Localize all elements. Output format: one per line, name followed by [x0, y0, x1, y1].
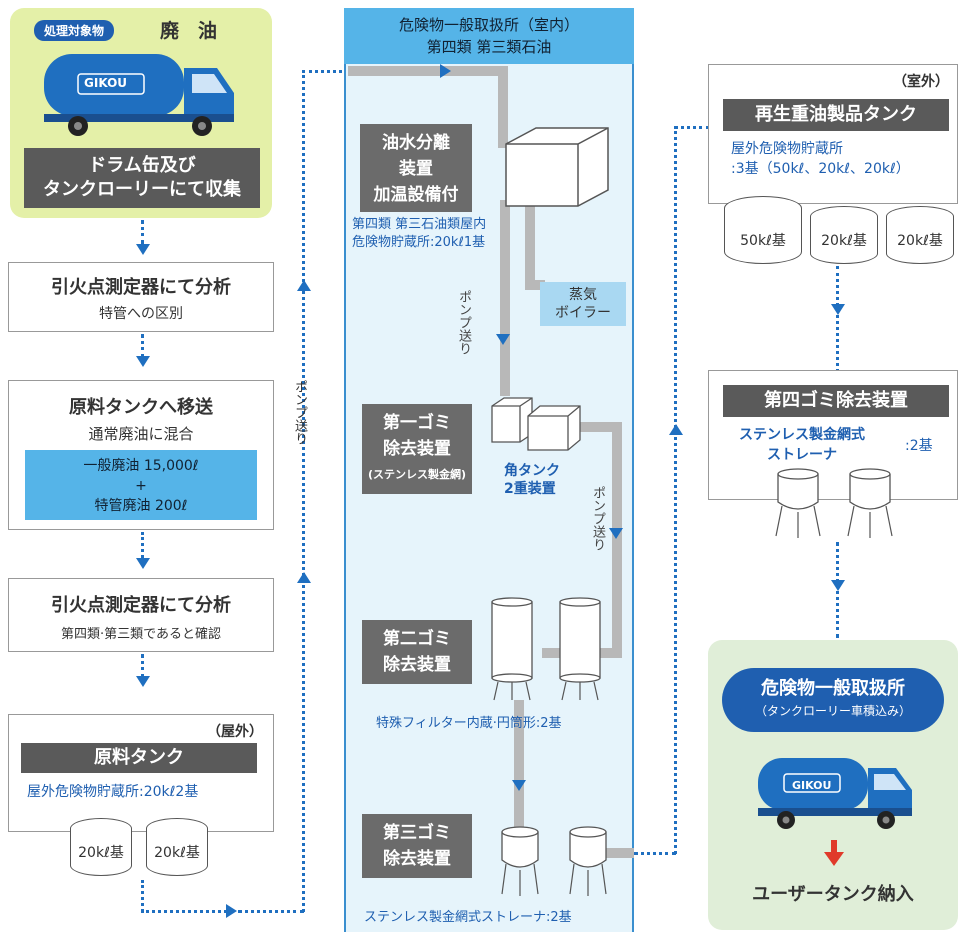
delivery-truck-brand: GIKOU: [792, 779, 832, 792]
filter2-desc: 特殊フィルター内蔵·円筒形:2基: [376, 716, 562, 731]
raw-tank-1: [70, 818, 132, 876]
target-badge: 処理対象物: [34, 20, 115, 41]
square-tank-illustration: [491, 397, 581, 451]
steam-boiler-label: 蒸気 ボイラー: [540, 282, 626, 326]
filter4-desc: ステンレス製金網式 ストレーナ: [739, 427, 865, 463]
square-tank-desc: 角タンク 2重装置: [504, 463, 560, 497]
analysis-step-2-title: 引火点測定器にて分析: [51, 595, 231, 616]
analysis-step-1-sub: 特管への区別: [99, 306, 183, 322]
flow-arrow-down: [496, 334, 510, 345]
flow-line: [141, 220, 144, 244]
product-tank-location: （室外）: [893, 74, 949, 90]
pipe: [525, 200, 535, 290]
filter1-label: 第一ゴミ 除去装置 (ステンレス製金網): [362, 404, 472, 494]
filter2-label: 第二ゴミ 除去装置: [362, 620, 472, 684]
analysis-step-2-sub: 第四類·第三類であると確認: [60, 627, 221, 642]
product-tank-desc: 屋外危険物貯蔵所 :3基（50kℓ、20kℓ、20kℓ）: [731, 141, 910, 177]
pipe: [514, 700, 524, 830]
delivery-caption: ユーザータンク納入: [752, 884, 914, 905]
flow-arrow-down: [136, 676, 150, 687]
filter3-label: 第三ゴミ 除去装置: [362, 814, 472, 878]
product-tank-2: [810, 206, 878, 264]
flow-arrow-down: [136, 356, 150, 367]
analysis-step-1: 引火点測定器にて分析 特管への区別: [8, 262, 274, 332]
flow-arrow-up: [297, 280, 311, 291]
raw-material-tank-panel: （屋外） 原料タンク 屋外危険物貯蔵所:20kℓ2基: [8, 714, 274, 832]
analysis-step-2: 引火点測定器にて分析 第四類·第三類であると確認: [8, 578, 274, 652]
flow-arrow-down: [831, 580, 845, 591]
separator-storage-desc: 第四類 第三石油類屋内 危険物貯蔵所:20kℓ1基: [352, 217, 487, 250]
flow-line: [302, 70, 305, 912]
flow-line: [141, 880, 144, 912]
left-pump-label: ポンプ送り: [292, 380, 307, 445]
red-down-arrow-icon: [824, 840, 844, 866]
flow-line: [141, 334, 144, 358]
truck-brand: GIKOU: [84, 76, 128, 90]
flow-arrow-down: [831, 304, 845, 315]
flow-arrow-down: [512, 780, 526, 791]
mix-ratio-box: 一般廃油 15,000ℓ + 特管廃油 200ℓ: [25, 450, 257, 520]
pump-label-b: ポンプ送り: [590, 486, 605, 551]
pipe: [498, 66, 508, 148]
product-tank-1-label: 50kℓ基: [740, 233, 786, 249]
indoor-facility-header: 危険物一般取扱所（室内） 第四類 第三類石油: [344, 8, 634, 64]
flow-line: [674, 126, 677, 854]
transfer-step: 原料タンクへ移送 通常廃油に混合 一般廃油 15,000ℓ + 特管廃油 200…: [8, 380, 274, 530]
separator-label: 油水分離 装置 加温設備付: [360, 124, 472, 212]
flow-line: [634, 852, 676, 855]
flow-arrow-down: [136, 244, 150, 255]
strainer-filter-illustration: [501, 826, 607, 896]
delivery-truck-illustration: [758, 758, 912, 829]
cylinder-filter-illustration: [491, 597, 601, 701]
flow-arrow-right: [440, 64, 451, 78]
flow-arrow-right: [226, 904, 237, 918]
flow-line: [141, 910, 227, 913]
raw-tank-title: 原料タンク: [21, 743, 257, 773]
filter3-desc: ステンレス製金網式ストレーナ:2基: [364, 910, 572, 925]
pipe: [580, 422, 620, 432]
analysis-step-1-title: 引火点測定器にて分析: [51, 277, 231, 298]
product-tank-panel: （室外） 再生重油製品タンク 屋外危険物貯蔵所 :3基（50kℓ、20kℓ、20…: [708, 64, 958, 204]
filter4-count: :2基: [905, 438, 933, 454]
raw-tank-desc: 屋外危険物貯蔵所:20kℓ2基: [27, 784, 199, 800]
flow-line: [141, 532, 144, 558]
pipe: [500, 200, 510, 396]
raw-tank-location: （屋外）: [207, 724, 263, 740]
product-tank-2-label: 20kℓ基: [821, 233, 867, 249]
flow-arrow-up: [297, 572, 311, 583]
flow-line: [674, 126, 710, 129]
transfer-sub: 通常廃油に混合: [88, 425, 194, 443]
pipe: [348, 66, 508, 76]
flow-arrow-up: [669, 424, 683, 435]
raw-tank-1-label: 20kℓ基: [78, 845, 124, 861]
flow-line: [302, 70, 348, 73]
strainer-illustration: [775, 468, 893, 538]
product-tank-1: [724, 196, 802, 264]
collection-panel: 処理対象物 廃 油 GIKOU ドラム缶及び タンクローリーにて収集: [10, 8, 272, 218]
target-name: 廃 油: [160, 20, 218, 42]
product-tank-3-label: 20kℓ基: [897, 233, 943, 249]
flow-arrow-down: [609, 528, 623, 539]
separator-unit-illustration: [505, 127, 609, 207]
raw-tank-2-label: 20kℓ基: [154, 845, 200, 861]
flow-line: [836, 266, 839, 378]
pump-label-a: ポンプ送り: [456, 290, 471, 355]
filter4-panel: 第四ゴミ除去装置 ステンレス製金網式 ストレーナ :2基: [708, 370, 958, 500]
filter4-title: 第四ゴミ除去装置: [723, 385, 949, 417]
transfer-title: 原料タンクへ移送: [69, 397, 213, 418]
tanker-truck-illustration: [44, 54, 234, 136]
delivery-title: 危険物一般取扱所 （タンクローリー車積込み）: [722, 668, 944, 732]
product-tank-title: 再生重油製品タンク: [723, 99, 949, 131]
delivery-panel: 危険物一般取扱所 （タンクローリー車積込み） GIKOU ユーザータンク納入: [708, 640, 958, 930]
flow-line: [141, 654, 144, 678]
flow-arrow-down: [136, 558, 150, 569]
product-tank-3: [886, 206, 954, 264]
collection-caption: ドラム缶及び タンクローリーにて収集: [24, 148, 260, 208]
raw-tank-2: [146, 818, 208, 876]
flow-line: [238, 910, 304, 913]
